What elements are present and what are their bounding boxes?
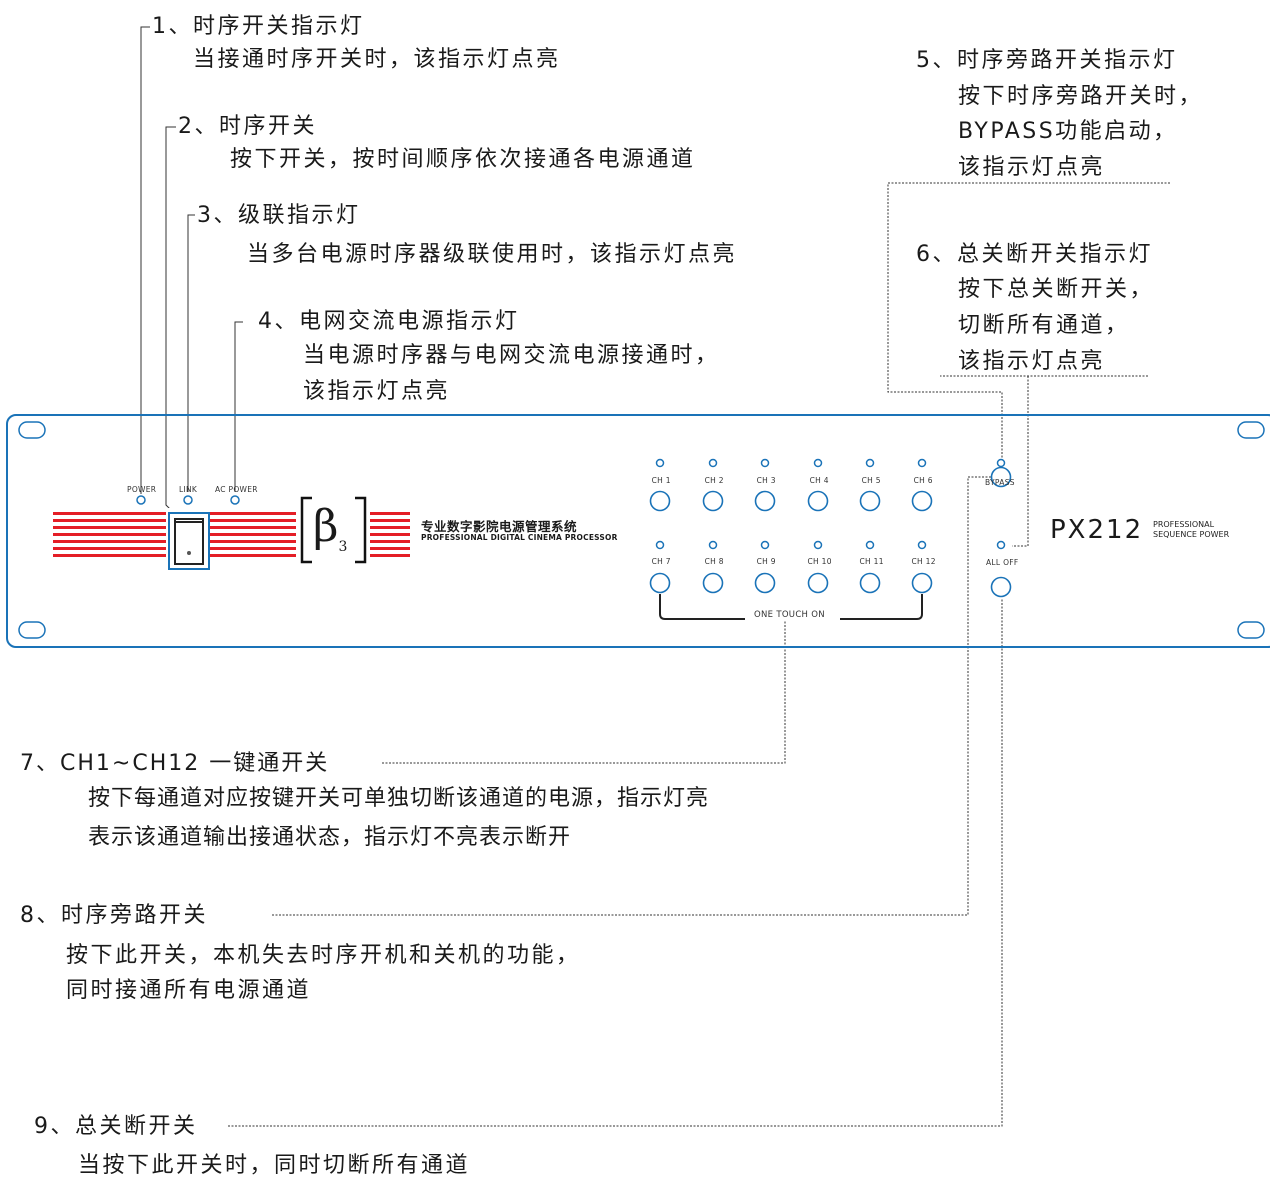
- leader-8: [272, 476, 992, 916]
- ch9-button[interactable]: [754, 572, 776, 594]
- ch2-led: [708, 458, 718, 468]
- annotation-9-title: 9、总关断开关: [34, 1114, 198, 1139]
- ch2-label: CH 2: [704, 476, 724, 485]
- annotation-3-desc: 当多台电源时序器级联使用时，该指示灯点亮: [247, 242, 738, 267]
- ch5-led: [865, 458, 875, 468]
- annotation-1-desc: 当接通时序开关时，该指示灯点亮: [193, 47, 561, 72]
- one-touch-label: ONE TOUCH ON: [752, 610, 827, 620]
- ch1-button[interactable]: [649, 490, 671, 512]
- annotation-4-desc2: 该指示灯点亮: [303, 379, 451, 404]
- annotation-5-desc2: BYPASS功能启动，: [958, 119, 1178, 144]
- annotation-6-desc: 按下总关断开关，: [958, 277, 1155, 302]
- ch11-led: [865, 540, 875, 550]
- rack-hole-top-right: [1237, 421, 1265, 439]
- ch2-button[interactable]: [702, 490, 724, 512]
- ch7-button[interactable]: [649, 572, 671, 594]
- annotation-9-desc: 当按下此开关时，同时切断所有通道: [78, 1153, 471, 1178]
- annotation-1-title: 1、时序开关指示灯: [152, 14, 365, 39]
- ch7-led: [655, 540, 665, 550]
- ch11-button[interactable]: [859, 572, 881, 594]
- annotation-5-desc3: 该指示灯点亮: [958, 155, 1106, 180]
- brand-name-en: PROFESSIONAL DIGITAL CINEMA PROCESSOR: [421, 533, 618, 542]
- annotation-7-desc: 按下每通道对应按键开关可单独切断该通道的电源，指示灯亮: [88, 786, 710, 811]
- ch10-led: [813, 540, 823, 550]
- all-off-button[interactable]: [990, 576, 1012, 598]
- ch3-label: CH 3: [756, 476, 776, 485]
- brand-logo: β3: [313, 502, 347, 572]
- ch3-button[interactable]: [754, 490, 776, 512]
- annotation-6-desc3: 该指示灯点亮: [958, 349, 1106, 374]
- ch12-button[interactable]: [911, 572, 933, 594]
- link-label: LINK: [179, 485, 198, 494]
- logo-symbol: β: [313, 501, 339, 552]
- ch6-button[interactable]: [911, 490, 933, 512]
- model-sub-2: SEQUENCE POWER: [1153, 530, 1230, 539]
- annotation-4-title: 4、电网交流电源指示灯: [258, 309, 520, 334]
- ch4-led: [813, 458, 823, 468]
- front-panel: [6, 414, 1270, 648]
- leader-7: [382, 620, 786, 764]
- ch8-led: [708, 540, 718, 550]
- annotation-7-title: 7、CH1~CH12 一键通开关: [20, 751, 330, 776]
- annotation-5-title: 5、时序旁路开关指示灯: [916, 48, 1178, 73]
- ch10-label: CH 10: [807, 557, 832, 566]
- ch3-led: [760, 458, 770, 468]
- annotation-5-desc: 按下时序旁路开关时，: [958, 84, 1204, 109]
- leader-2: [165, 126, 176, 510]
- annotation-8-desc: 按下此开关，本机失去时序开机和关机的功能，: [66, 943, 581, 968]
- ac-power-led: [230, 495, 240, 505]
- ch9-led: [760, 540, 770, 550]
- annotation-2-title: 2、时序开关: [178, 114, 317, 139]
- ch12-label: CH 12: [911, 557, 936, 566]
- ch4-label: CH 4: [809, 476, 829, 485]
- annotation-6-desc2: 切断所有通道，: [958, 313, 1130, 338]
- rack-hole-top-left: [18, 421, 46, 439]
- annotation-8-desc2: 同时接通所有电源通道: [66, 978, 312, 1003]
- annotation-3-title: 3、级联指示灯: [197, 203, 361, 228]
- all-off-label: ALL OFF: [986, 558, 1019, 567]
- ch9-label: CH 9: [756, 557, 776, 566]
- leader-9: [228, 598, 1003, 1127]
- ch6-led: [917, 458, 927, 468]
- ch5-button[interactable]: [859, 490, 881, 512]
- rack-hole-bottom-right: [1237, 621, 1265, 639]
- leader-1: [140, 26, 150, 494]
- ch6-label: CH 6: [913, 476, 933, 485]
- annotation-2-desc: 按下开关，按时间顺序依次接通各电源通道: [230, 147, 696, 172]
- ch8-button[interactable]: [702, 572, 724, 594]
- leader-3: [187, 214, 195, 492]
- model-sub-1: PROFESSIONAL: [1153, 520, 1215, 529]
- ch11-label: CH 11: [859, 557, 884, 566]
- annotation-4-desc: 当电源时序器与电网交流电源接通时，: [303, 343, 720, 368]
- ch4-button[interactable]: [807, 490, 829, 512]
- brand-name-zh: 专业数字影院电源管理系统: [421, 519, 578, 534]
- bypass-led: [996, 458, 1006, 468]
- annotation-6-title: 6、总关断开关指示灯: [916, 242, 1153, 267]
- ch12-led: [917, 540, 927, 550]
- ch10-button[interactable]: [807, 572, 829, 594]
- annotation-8-title: 8、时序旁路开关: [20, 903, 208, 928]
- logo-subscript: 3: [338, 538, 348, 555]
- leader-4: [234, 321, 243, 492]
- leader-6b: [1012, 376, 1029, 547]
- rack-hole-bottom-left: [18, 621, 46, 639]
- ch8-label: CH 8: [704, 557, 724, 566]
- bypass-button[interactable]: [990, 466, 1012, 488]
- ch7-label: CH 7: [651, 557, 671, 566]
- ac-power-label: AC POWER: [215, 485, 258, 494]
- bypass-label: BYPASS: [985, 478, 1015, 487]
- power-label: POWER: [127, 485, 157, 494]
- ch1-label: CH 1: [651, 476, 671, 485]
- all-off-led: [996, 540, 1006, 550]
- annotation-7-desc2: 表示该通道输出接通状态，指示灯不亮表示断开: [88, 825, 572, 850]
- power-led: [136, 495, 146, 505]
- ch1-led: [655, 458, 665, 468]
- model-name: PX212: [1050, 515, 1144, 545]
- ch5-label: CH 5: [861, 476, 881, 485]
- link-led: [183, 495, 193, 505]
